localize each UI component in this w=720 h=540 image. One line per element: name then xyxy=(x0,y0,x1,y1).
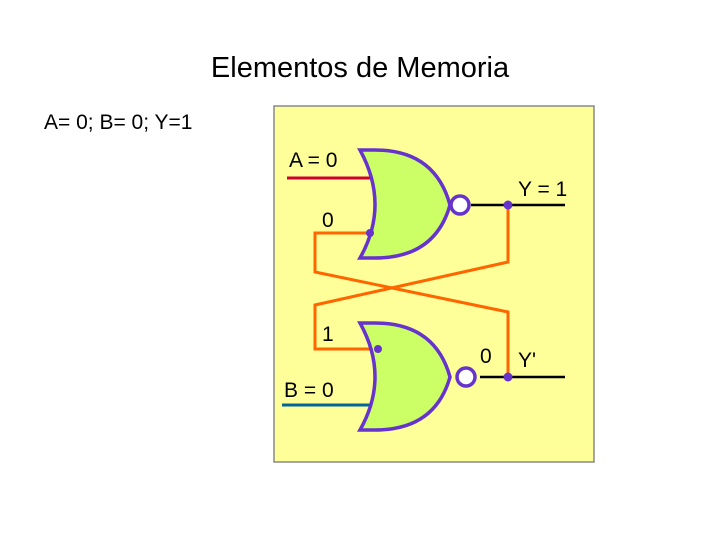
label-bottom-feedback: 1 xyxy=(322,323,334,346)
feedback-wires xyxy=(313,205,510,375)
inverter-bubble xyxy=(449,194,471,216)
slide-subtitle: A= 0; B= 0; Y=1 xyxy=(44,111,193,134)
top-nor-gate xyxy=(357,148,471,260)
junction-dot xyxy=(374,345,382,353)
label-y-prime: Y' xyxy=(518,349,536,372)
junction-dot xyxy=(503,372,513,382)
label-top-feedback: 0 xyxy=(322,209,334,232)
junction-dot xyxy=(366,229,374,237)
bottom-nor-gate xyxy=(357,321,477,432)
inverter-bubble xyxy=(455,366,477,388)
top-output-feedback-wire xyxy=(313,205,510,351)
label-a: A = 0 xyxy=(289,149,337,172)
label-y: Y = 1 xyxy=(518,178,567,201)
nor-gate-icon xyxy=(357,148,452,260)
slide-title: Elementos de Memoria xyxy=(210,52,510,84)
junction-dot xyxy=(503,200,513,210)
top-input-feedback-wire xyxy=(313,231,510,375)
nor-gate-icon xyxy=(357,321,452,432)
label-bottom-output: 0 xyxy=(480,345,492,368)
label-b: B = 0 xyxy=(284,379,334,402)
